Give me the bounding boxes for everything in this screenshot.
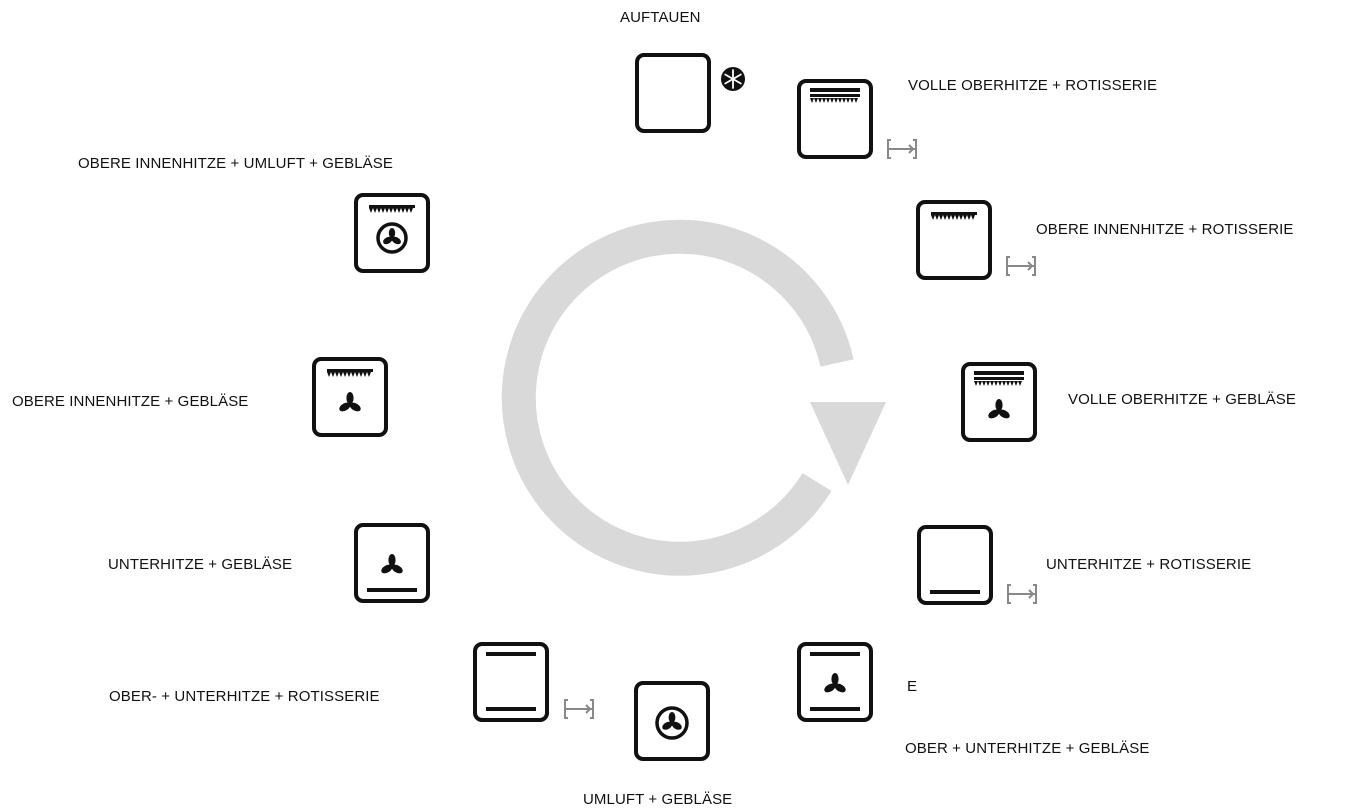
bottom-heater-icon: [367, 588, 417, 592]
rotisserie-icon: [562, 697, 596, 721]
top-heater-icon: [810, 652, 860, 656]
mode-icon-ober-unterhitze-rotisserie: [472, 641, 550, 723]
fan-icon: [824, 673, 846, 693]
label-auftauen: AUFTAUEN: [620, 9, 701, 26]
label-obere-innenhitze-umluft-geblaese: OBERE INNENHITZE + UMLUFT + GEBLÄSE: [78, 155, 393, 172]
label-unterhitze-rotisserie: UNTERHITZE + ROTISSERIE: [1046, 556, 1252, 573]
mode-icon-obere-innenhitze-rotisserie: [915, 199, 993, 281]
mode-icon-volle-oberhitze-rotisserie: [796, 78, 874, 160]
bottom-heater-icon: [810, 707, 860, 711]
rotisserie-icon: [1004, 254, 1038, 278]
snowflake-icon: [720, 66, 746, 92]
top-heater-icon: [810, 88, 860, 103]
fan-icon: [381, 554, 403, 574]
mode-icon-obere-innenhitze-umluft-geblaese: [353, 192, 431, 274]
rotisserie-icon: [1005, 582, 1039, 606]
mode-icon-unterhitze-geblaese: [353, 522, 431, 604]
fan-icon: [662, 712, 682, 730]
mode-icon-obere-innenhitze-geblaese: [311, 356, 389, 438]
label-ober-unterhitze-rotisserie: OBER- + UNTERHITZE + ROTISSERIE: [109, 688, 380, 705]
label-volle-oberhitze-geblaese: VOLLE OBERHITZE + GEBLÄSE: [1068, 391, 1296, 408]
label-umluft-geblaese: UMLUFT + GEBLÄSE: [583, 791, 733, 808]
mode-icon-ober-unterhitze-geblaese: [796, 641, 874, 723]
top-heater-icon: [369, 205, 415, 213]
top-heater-icon: [327, 369, 373, 377]
top-heater-icon: [486, 652, 536, 656]
bottom-heater-icon: [930, 590, 980, 594]
mode-icon-volle-oberhitze-geblaese: [960, 361, 1038, 443]
label-unterhitze-geblaese: UNTERHITZE + GEBLÄSE: [108, 556, 293, 573]
label-volle-oberhitze-rotisserie: VOLLE OBERHITZE + ROTISSERIE: [908, 77, 1158, 94]
label-obere-innenhitze-rotisserie: OBERE INNENHITZE + ROTISSERIE: [1036, 221, 1294, 238]
label-obere-innenhitze-geblaese: OBERE INNENHITZE + GEBLÄSE: [12, 393, 249, 410]
fan-icon: [383, 228, 401, 245]
mode-icon-unterhitze-rotisserie: [916, 524, 994, 606]
bottom-heater-icon: [486, 707, 536, 711]
mode-icon-auftauen: [634, 52, 712, 134]
label-ober-unterhitze-geblaese: OBER + UNTERHITZE + GEBLÄSE: [905, 740, 1150, 757]
label-e-marker: E: [907, 678, 918, 695]
top-heater-icon: [931, 212, 977, 220]
fan-icon: [339, 392, 361, 412]
mode-icon-umluft-geblaese: [633, 680, 711, 762]
rotisserie-icon: [885, 137, 919, 161]
top-heater-icon: [974, 371, 1024, 386]
fan-icon: [988, 399, 1010, 419]
